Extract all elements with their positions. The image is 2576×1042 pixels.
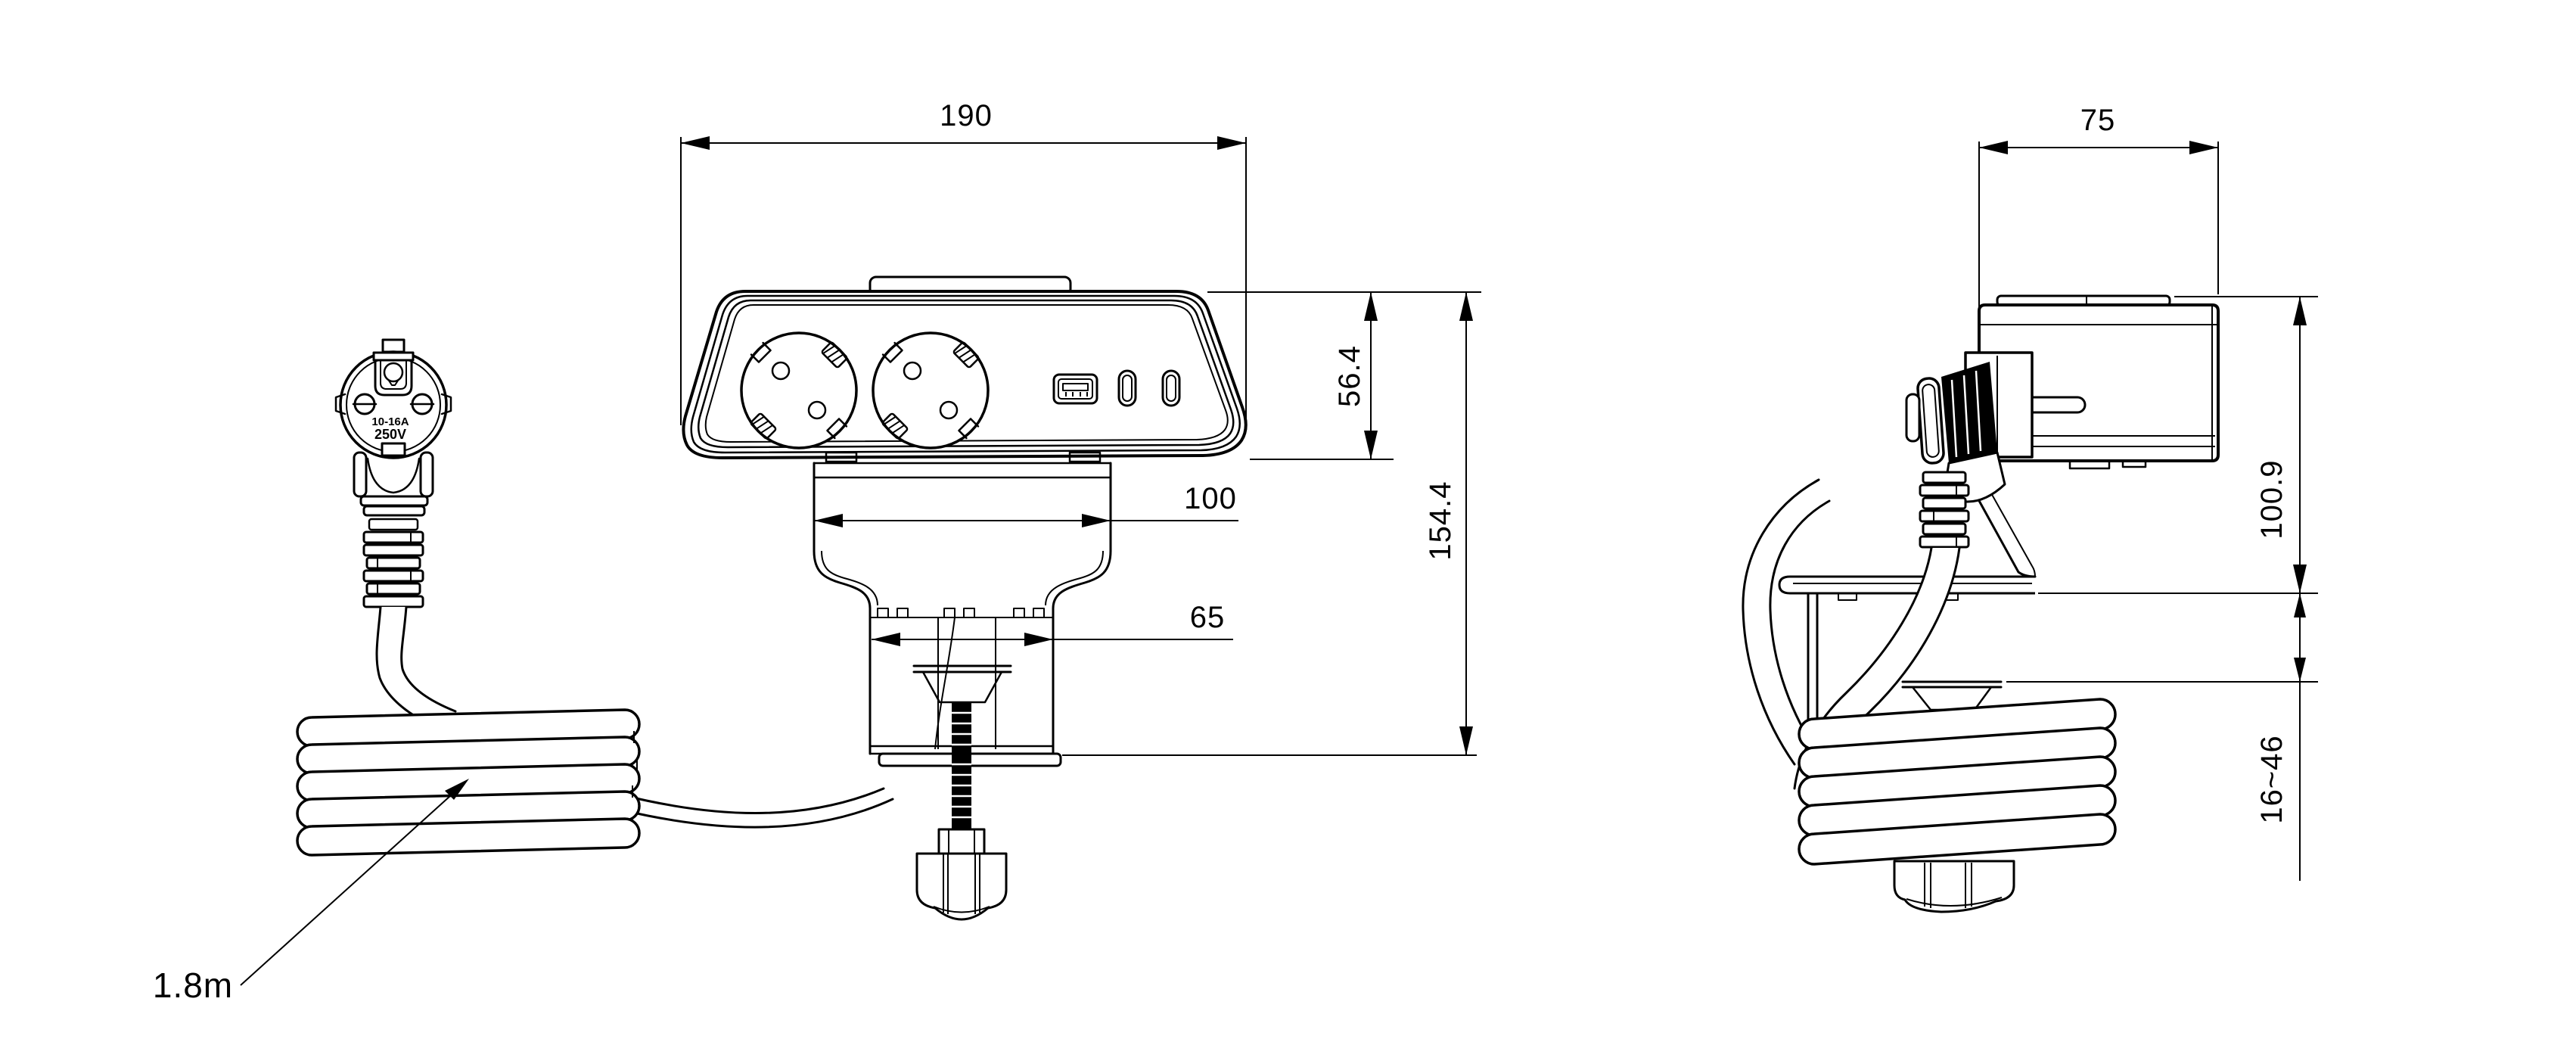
coil-exit-cable-front <box>619 787 894 829</box>
plug-earth-slot-top <box>372 351 415 362</box>
coil-wrap-marks <box>632 731 638 798</box>
schuko-plug-front: 10-16A 250V <box>334 338 457 733</box>
plug-side-tab-left <box>334 393 346 415</box>
usb-a-tongue <box>1062 383 1089 391</box>
dim-text-56-4: 56.4 <box>1333 345 1366 407</box>
cable-through-clamp-hint <box>934 617 956 750</box>
socket-left-pin-hole-2 <box>807 400 827 420</box>
usb-c-port-1 <box>1117 369 1137 407</box>
ext-lines-75 <box>1978 142 2219 312</box>
clamp-knob-side <box>1893 860 2015 913</box>
socket-left <box>740 331 858 449</box>
plug-earth-clip-side <box>1905 393 1921 443</box>
plug-center-screw <box>383 362 404 383</box>
plug-collar-lower <box>362 505 426 517</box>
usb-c-port-2 <box>1161 369 1181 407</box>
plug-neck-ear-right <box>419 451 434 498</box>
dimensions-side: 75 100.9 16~46 <box>1978 104 2318 881</box>
plug-strain-relief <box>362 518 424 608</box>
plug-face-plate-side <box>1916 377 1945 465</box>
plug-earth-slot-inner <box>380 359 407 390</box>
plug-rating-current: 10-16A <box>371 415 409 428</box>
usb-a-port <box>1052 373 1098 405</box>
dimensions-front: 190 56.4 154.4 100 65 <box>680 99 1481 756</box>
clamp-top-plate-side <box>1778 575 2035 595</box>
bracket-tab-left <box>825 451 858 463</box>
plug-neck-shoulder <box>366 457 421 494</box>
clamp-screw-front <box>912 664 1012 921</box>
socket-right-pin-hole-2 <box>939 400 959 420</box>
plug-collar-upper <box>359 495 429 507</box>
clamp-pad-plate <box>912 664 1012 673</box>
knob-lobes-front <box>943 854 980 914</box>
dim-text-154-4: 154.4 <box>1424 481 1457 560</box>
plug-side-tab-right <box>440 393 452 415</box>
strip-body-side <box>1978 294 2220 470</box>
front-view: 10-16A 250V <box>153 99 1481 1005</box>
clamp-column-sides <box>869 607 1055 755</box>
dim-text-16-46: 16~46 <box>2255 735 2289 823</box>
socket-right-pin-hole-1 <box>903 361 922 381</box>
cable-coil-side <box>1798 698 2117 866</box>
leader-line <box>240 788 459 986</box>
bracket-tab-right <box>1068 451 1102 463</box>
plug-strain-relief-side <box>1919 471 1970 549</box>
bracket-arm-inner <box>1983 479 2036 577</box>
plug-cable-front <box>375 605 457 733</box>
plug-neck-ear-left <box>353 451 368 498</box>
knob-lobes-side <box>1924 863 1972 908</box>
cable-length-leader: 1.8m <box>153 779 469 1005</box>
body-contour-1 <box>690 294 1241 454</box>
side-view: 75 100.9 16~46 <box>1742 104 2318 913</box>
neck-s-curve-right <box>1052 549 1112 610</box>
plug-grip-hatch <box>1941 362 1997 463</box>
plug-rating-voltage: 250V <box>374 427 406 442</box>
ext-lines-190 <box>680 137 1247 425</box>
socket-right <box>872 331 990 449</box>
neck-s-curve-left <box>813 549 872 610</box>
plate-tab-1 <box>1838 593 1857 601</box>
cable-loop-side <box>1742 478 1831 766</box>
body-under-tab-1 <box>2068 459 2111 470</box>
socket-left-pin-hole-1 <box>771 361 791 381</box>
mounting-bracket-side <box>1778 479 2037 754</box>
body-under-tab-2 <box>2121 459 2147 468</box>
dim-text-100-9: 100.9 <box>2255 459 2289 539</box>
plug-center-screw-notch <box>388 380 399 386</box>
dim-text-190: 190 <box>940 99 993 132</box>
clamp-front-face-side <box>1807 592 1819 740</box>
knob-collar-front <box>937 828 986 855</box>
clamp-pad-side <box>1901 680 2003 689</box>
usb-a-contacts <box>1065 392 1088 397</box>
plug-bottom-notch <box>381 442 406 457</box>
plug-earth-slot-outer <box>374 357 413 397</box>
dim-text-65: 65 <box>1190 601 1226 634</box>
bracket-block-sides <box>813 462 1112 552</box>
cable-length-text: 1.8m <box>153 966 233 1005</box>
dim-text-75: 75 <box>2080 104 2116 137</box>
body-contour-2 <box>698 299 1235 449</box>
clamp-screw-rod <box>952 702 971 829</box>
clamp-pad-skirt <box>921 670 1003 704</box>
plug-top-notch <box>381 338 406 353</box>
clamp-top-tabs <box>877 608 1045 618</box>
clamp-knob-front <box>915 852 1008 921</box>
body-contour-3 <box>704 304 1229 443</box>
dim-text-100: 100 <box>1184 482 1237 515</box>
cable-coil-front <box>296 708 641 857</box>
bracket-plate-lines <box>813 462 1112 479</box>
